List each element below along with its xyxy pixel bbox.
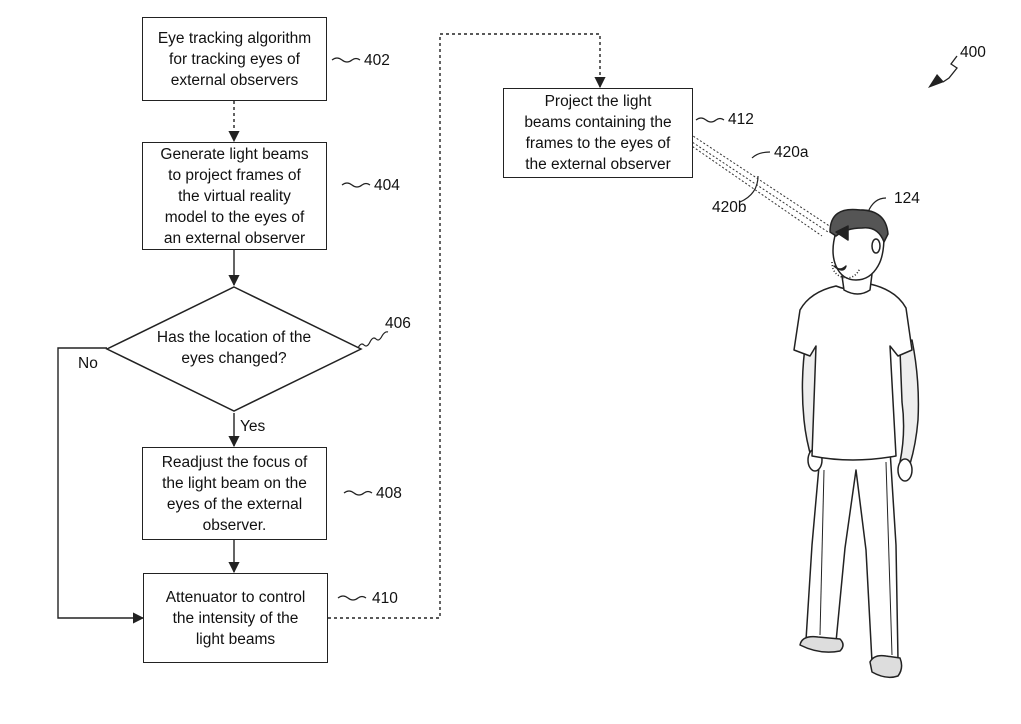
leader-406 [357, 331, 389, 349]
light-beams [685, 133, 835, 237]
leader-408 [343, 490, 373, 496]
leader-402 [331, 57, 361, 63]
step-404-box: Generate light beams to project frames o… [142, 142, 327, 250]
decision-diamond-406 [105, 286, 363, 412]
leader-420a [751, 151, 771, 159]
observer-figure [793, 208, 920, 679]
branch-yes-label: Yes [240, 418, 266, 435]
leader-124 [867, 197, 887, 213]
ref-label-124: 124 [894, 190, 920, 207]
arrow-410-to-412 [328, 33, 606, 619]
ref-label-412: 412 [728, 111, 754, 128]
ref-label-404: 404 [374, 177, 400, 194]
ref-label-410: 410 [372, 590, 398, 607]
step-410-box: Attenuator to control the intensity of t… [143, 573, 328, 663]
ref-label-420a: 420a [774, 144, 809, 161]
ref-label-420b: 420b [712, 199, 746, 216]
leader-410 [337, 595, 367, 601]
step-402-box: Eye tracking algorithm for tracking eyes… [142, 17, 327, 101]
ref-label-406: 406 [385, 315, 411, 332]
step-412-box: Project the light beams containing the f… [503, 88, 693, 178]
figure-ref-label: 400 [960, 44, 986, 61]
branch-no-label: No [78, 355, 98, 372]
figure-ref-arrowhead [928, 74, 944, 88]
ref-label-408: 408 [376, 485, 402, 502]
figure-ref-arrow [942, 55, 958, 83]
leader-404 [341, 182, 371, 188]
leader-412 [695, 117, 725, 123]
ref-label-402: 402 [364, 52, 390, 69]
arrow-406-to-410-no [57, 347, 145, 624]
decision-406-text: Has the location of the eyes changed? [156, 329, 312, 367]
step-408-box: Readjust the focus of the light beam on … [142, 447, 327, 540]
